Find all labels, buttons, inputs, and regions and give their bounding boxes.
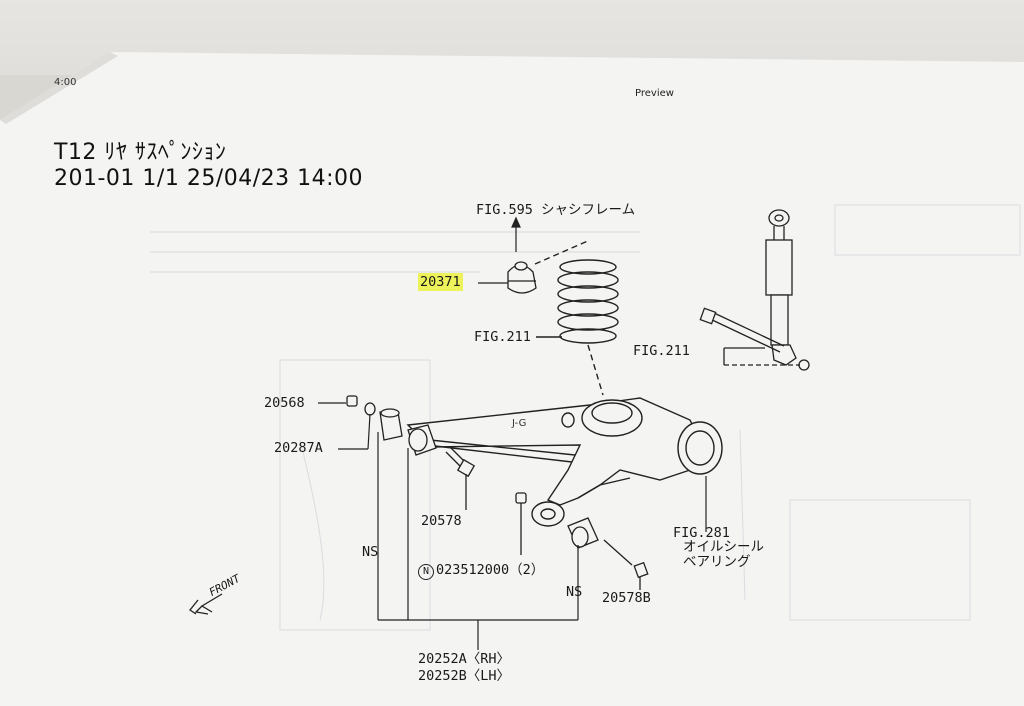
paper-shadow <box>0 52 118 124</box>
ghost-print <box>150 204 1021 631</box>
callout-nut: 023512000（2） <box>436 562 545 578</box>
callout-20252a: 20252A〈RH〉 <box>418 651 511 667</box>
bump-stop-part <box>478 261 537 294</box>
callout-20252b: 20252B〈LH〉 <box>418 668 511 684</box>
paper-sheet <box>0 52 1024 706</box>
page-title: T12 ﾘﾔ ｻｽﾍﾟﾝｼｮﾝ <box>54 140 227 165</box>
callout-fig211-shock: FIG.211 <box>633 343 690 359</box>
callout-fig595: FIG.595 シャシフレーム <box>476 202 636 218</box>
bolt-20578 <box>445 447 476 510</box>
lower-arm <box>406 397 723 527</box>
rear-bushings <box>515 492 649 590</box>
chassis-arrow <box>511 216 521 252</box>
callout-20568: 20568 <box>264 395 305 411</box>
callout-20287a: 20287A <box>274 440 323 456</box>
callout-oil-seal: オイルシール <box>683 539 764 555</box>
page-subtitle: 201-01 1/1 25/04/23 14:00 <box>54 166 364 191</box>
nut-circle-icon: N <box>418 564 434 580</box>
front-arrow <box>189 593 223 615</box>
callout-20371: 20371 <box>418 273 463 291</box>
callout-bearing: ベアリング <box>683 554 751 570</box>
leader-lines <box>338 413 707 650</box>
callout-fig281: FIG.281 <box>673 525 730 541</box>
arm-marking: J-G <box>511 418 526 429</box>
callout-ns-right: NS <box>566 584 583 600</box>
callout-20578: 20578 <box>421 513 462 529</box>
header-time-fragment: 4:00 <box>54 77 77 88</box>
front-bushings <box>318 395 437 456</box>
shock-absorber <box>699 209 810 371</box>
callout-fig211-spring: FIG.211 <box>474 329 531 345</box>
coil-spring <box>534 239 619 396</box>
preview-label: Preview <box>635 88 674 99</box>
callout-20578b: 20578B <box>602 590 651 606</box>
callout-ns-left: NS <box>362 544 379 560</box>
